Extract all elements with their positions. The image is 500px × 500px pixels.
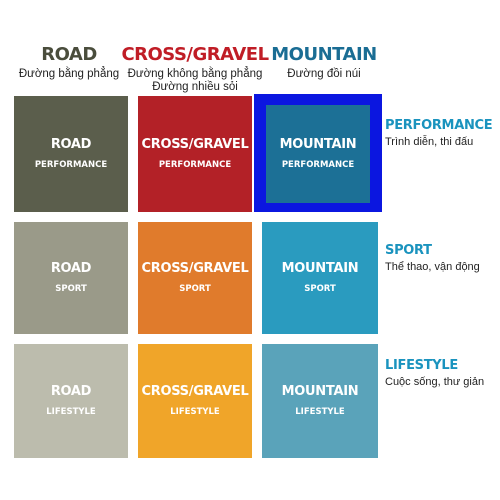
tile-mountain-sport[interactable]: MOUNTAIN SPORT (262, 222, 378, 334)
column-subtitle-mountain: Đường đồi núi (287, 68, 361, 80)
column-subtitle-cross-gravel-1: Đường không bằng phẳng (127, 68, 263, 80)
tile-level: SPORT (179, 284, 211, 294)
tile-title: ROAD (50, 261, 92, 276)
column-title-cross-gravel: CROSS/GRAVEL (121, 44, 269, 65)
tile-level: SPORT (304, 284, 336, 294)
column-subtitle-cross-gravel-2: Đường nhiều sỏi (152, 81, 238, 93)
row-title-lifestyle: LIFESTYLE (385, 358, 458, 373)
tile-level: SPORT (55, 284, 87, 294)
tile-title: MOUNTAIN (281, 261, 359, 276)
row-header-sport: SPORT Thể thao, vận động (385, 243, 480, 274)
tile-road-sport[interactable]: ROAD SPORT (14, 222, 128, 334)
column-header-road: ROAD Đường bằng phẳng (10, 44, 128, 81)
tile-road-lifestyle[interactable]: ROAD LIFESTYLE (14, 344, 128, 458)
tile-title: MOUNTAIN (279, 137, 357, 152)
tile-mountain-lifestyle[interactable]: MOUNTAIN LIFESTYLE (262, 344, 378, 458)
column-subtitle-road: Đường bằng phẳng (18, 68, 120, 80)
column-title-mountain: MOUNTAIN (271, 44, 377, 65)
tile-level: PERFORMANCE (158, 160, 232, 170)
row-title-performance: PERFORMANCE (385, 118, 493, 133)
column-header-mountain: MOUNTAIN Đường đồi núi (262, 44, 386, 81)
tile-title: ROAD (50, 384, 92, 399)
tile-cross-gravel-sport[interactable]: CROSS/GRAVEL SPORT (138, 222, 252, 334)
row-subtitle-sport: Thể thao, vận động (385, 261, 480, 273)
column-header-cross-gravel: CROSS/GRAVEL Đường không bằng phẳng Đườn… (120, 44, 270, 94)
tile-title: ROAD (50, 137, 92, 152)
tile-road-performance[interactable]: ROAD PERFORMANCE (14, 96, 128, 212)
tile-level: LIFESTYLE (170, 407, 220, 417)
row-header-performance: PERFORMANCE Trình diễn, thi đấu (385, 118, 493, 149)
tile-title: CROSS/GRAVEL (141, 384, 249, 399)
tile-cross-gravel-lifestyle[interactable]: CROSS/GRAVEL LIFESTYLE (138, 344, 252, 458)
tile-title: MOUNTAIN (281, 384, 359, 399)
row-subtitle-performance: Trình diễn, thi đấu (385, 136, 474, 148)
row-header-lifestyle: LIFESTYLE Cuộc sống, thư giản (385, 358, 484, 389)
tile-title: CROSS/GRAVEL (141, 261, 249, 276)
row-title-sport: SPORT (385, 243, 432, 258)
tile-level: LIFESTYLE (46, 407, 96, 417)
row-subtitle-lifestyle: Cuộc sống, thư giản (385, 376, 485, 388)
tile-title: CROSS/GRAVEL (141, 137, 249, 152)
tile-level: LIFESTYLE (295, 407, 345, 417)
tile-level: PERFORMANCE (281, 160, 355, 170)
tile-level: PERFORMANCE (34, 160, 108, 170)
column-title-road: ROAD (41, 44, 97, 65)
tile-cross-gravel-performance[interactable]: CROSS/GRAVEL PERFORMANCE (138, 96, 252, 212)
tile-mountain-performance[interactable]: MOUNTAIN PERFORMANCE (266, 105, 370, 203)
